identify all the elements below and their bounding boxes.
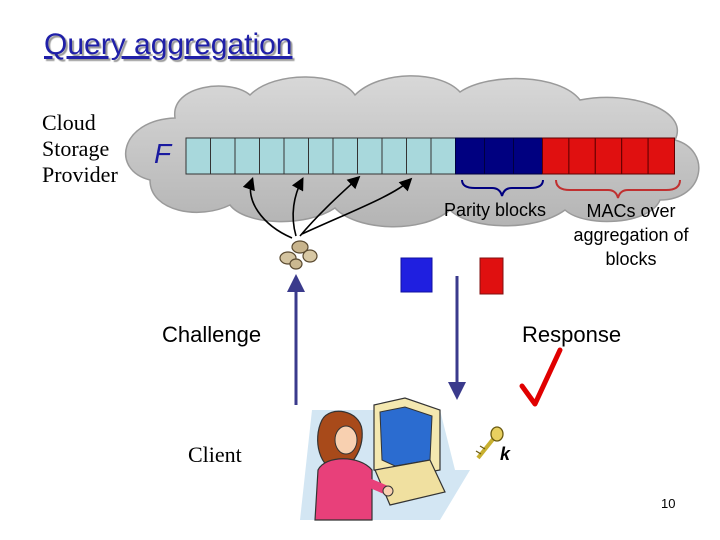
challenge-seeds-icon [279, 240, 318, 270]
provider-label-line: Cloud [42, 110, 96, 135]
parity-block [455, 137, 485, 175]
challenge-arrow [287, 274, 305, 405]
provider-label-line: Storage [42, 136, 110, 161]
provider-label-line: Provider [42, 162, 118, 187]
selection-arrows [242, 175, 413, 239]
data-block [283, 137, 309, 175]
key-icon [475, 426, 504, 460]
mac-block [594, 137, 623, 175]
file-label: F [154, 138, 172, 169]
data-block [210, 137, 236, 175]
file-blocks [185, 137, 675, 175]
data-block [406, 137, 432, 175]
selection-arrow [301, 177, 413, 235]
data-block [185, 137, 211, 175]
mac-brace [555, 179, 681, 199]
parity-blocks-label: Parity blocks [444, 200, 547, 220]
selection-arrow [291, 177, 304, 237]
mac-block [647, 137, 675, 175]
checkmark-icon [519, 347, 563, 407]
data-block [332, 137, 358, 175]
mac-block [621, 137, 649, 175]
data-block [357, 137, 383, 175]
aggregated-parity-block [400, 257, 433, 293]
selection-arrow [299, 175, 361, 237]
macs-label-line: aggregation of [573, 225, 689, 245]
selection-arrow [242, 176, 293, 239]
mac-block [568, 137, 596, 175]
data-block [234, 137, 260, 175]
parity-block [484, 137, 514, 175]
mac-block [542, 137, 570, 175]
data-block [381, 137, 407, 175]
macs-label: MACs over aggregation of blocks [556, 199, 706, 271]
data-block [259, 137, 285, 175]
parity-brace [461, 179, 544, 197]
macs-label-line: blocks [605, 249, 657, 269]
page-number: 10 [661, 496, 676, 511]
challenge-label: Challenge [162, 322, 262, 347]
cloud-storage-provider-label: Cloud Storage Provider [42, 110, 118, 188]
data-block [308, 137, 334, 175]
parity-block [513, 137, 543, 175]
response-arrow [448, 276, 466, 400]
response-label: Response [522, 322, 622, 347]
client-person-at-computer-icon [300, 397, 470, 521]
aggregated-mac-block [479, 257, 504, 295]
slide-title: Query aggregation [44, 28, 293, 61]
macs-label-line: MACs over [586, 201, 676, 221]
data-block [430, 137, 456, 175]
key-label: k [500, 444, 511, 464]
client-label: Client [188, 442, 242, 467]
